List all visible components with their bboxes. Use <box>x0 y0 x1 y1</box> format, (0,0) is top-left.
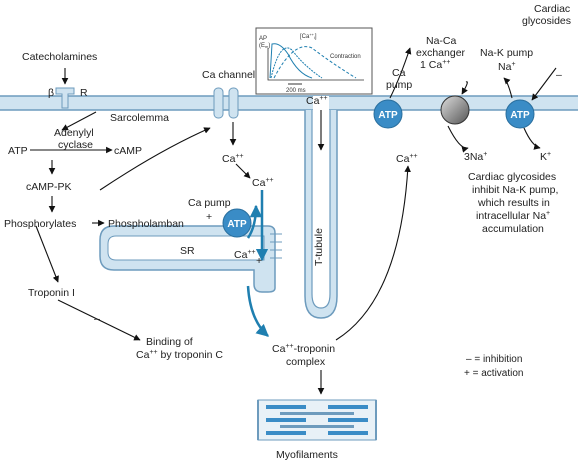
sr-ca-pump: ATP <box>222 208 252 238</box>
pump-activation-plus: + <box>206 211 212 223</box>
inset-ap-label: AP <box>259 36 267 42</box>
phosphorylates-label: Phosphorylates <box>4 218 76 230</box>
inhibit-note-1: Cardiac glycosides <box>468 171 556 183</box>
sarcoplasmic-reticulum <box>99 225 282 293</box>
binding-label-1: Binding of <box>146 336 193 348</box>
na-ca-label-1: Na-Ca <box>426 35 457 47</box>
release-plus: + <box>256 255 262 267</box>
svg-text:ATP: ATP <box>378 110 398 121</box>
cyclase-label: cyclase <box>58 139 93 151</box>
receptor-icon <box>55 87 75 109</box>
legend-inhibition: – = inhibition <box>466 354 522 365</box>
glycoside-inhibit-minus: – <box>556 69 562 81</box>
catecholamines-label: Catecholamines <box>22 51 97 63</box>
cardiac-glycosides-label-2: glycosides <box>522 15 571 27</box>
na-ca-label-3: 1 Ca++ <box>420 59 450 71</box>
inhibit-note-3: which results in <box>477 197 550 209</box>
svg-text:ATP: ATP <box>510 110 530 121</box>
right-ca-pump-label-2: pump <box>386 79 412 91</box>
troponin-i-label: Troponin I <box>28 287 75 299</box>
inhibit-note-2: inhibit Na-K pump, <box>472 184 558 196</box>
ca-ttubule-label: Ca++ <box>306 95 328 107</box>
beta-label: β <box>48 87 54 99</box>
inhibit-troponin-minus: – <box>94 313 100 325</box>
svg-text:ATP: ATP <box>227 219 247 230</box>
ca-flux-arrows <box>246 190 269 337</box>
na-k-pump: ATP <box>505 99 535 129</box>
t-tubule-label: T-tubule <box>313 228 325 266</box>
ca-channel <box>213 87 239 119</box>
camp-label: cAMP <box>114 145 142 157</box>
signal-arrows <box>30 47 557 395</box>
binding-label-2: Ca++ by troponin C <box>136 349 223 361</box>
inhibit-note-4: intracellular Na+ <box>476 210 550 222</box>
ca-troponin-label-1: Ca++-troponin <box>272 343 335 355</box>
ca-efflux-label: Ca++ <box>396 153 418 165</box>
ca-cytosol-label: Ca++ <box>252 177 274 189</box>
inset-contraction-label: Contraction <box>330 54 361 60</box>
na-k-label-1: Na-K pump <box>480 47 533 59</box>
ca-channel-label: Ca channel <box>202 69 255 81</box>
three-na-label: 3Na+ <box>464 151 487 163</box>
legend-activation: + = activation <box>464 368 523 379</box>
ca-troponin-label-2: complex <box>286 356 326 368</box>
myofilaments-label: Myofilaments <box>276 449 338 461</box>
na-ca-label-2: exchanger <box>416 47 466 59</box>
cardiac-glycosides-label-1: Cardiac <box>534 3 570 15</box>
camp-pk-label: cAMP-PK <box>26 181 72 193</box>
na-k-label-2: Na+ <box>498 61 516 73</box>
atp-substrate-label: ATP <box>8 145 28 157</box>
exchanger-sphere-icon <box>440 95 470 125</box>
sarcolemma-label: Sarcolemma <box>110 112 169 124</box>
sr-label: SR <box>180 245 195 257</box>
sr-ca-pump-label: Ca pump <box>188 197 231 209</box>
inset-time-label: 200 ms <box>286 88 306 94</box>
ca-entry-label: Ca++ <box>222 153 244 165</box>
ap-inset: AP (Em) [Ca++i] Contraction 200 ms <box>255 27 373 95</box>
adenylyl-label: Adenylyl <box>54 127 94 139</box>
phospholamban-label: Phospholamban <box>108 218 184 230</box>
receptor-label: R <box>80 87 88 99</box>
inhibit-note-5: accumulation <box>482 223 544 235</box>
myofilaments <box>257 399 377 441</box>
inset-em-label: (Em) <box>259 43 270 49</box>
k-label: K+ <box>540 151 551 163</box>
ca-sr-label: Ca++ <box>234 249 256 261</box>
right-ca-pump-label-1: Ca <box>392 67 406 79</box>
inset-ca-label: [Ca++i] <box>300 32 317 40</box>
sarcolemma-ca-pump: ATP <box>373 99 403 129</box>
sarcolemma-membrane <box>0 95 578 319</box>
